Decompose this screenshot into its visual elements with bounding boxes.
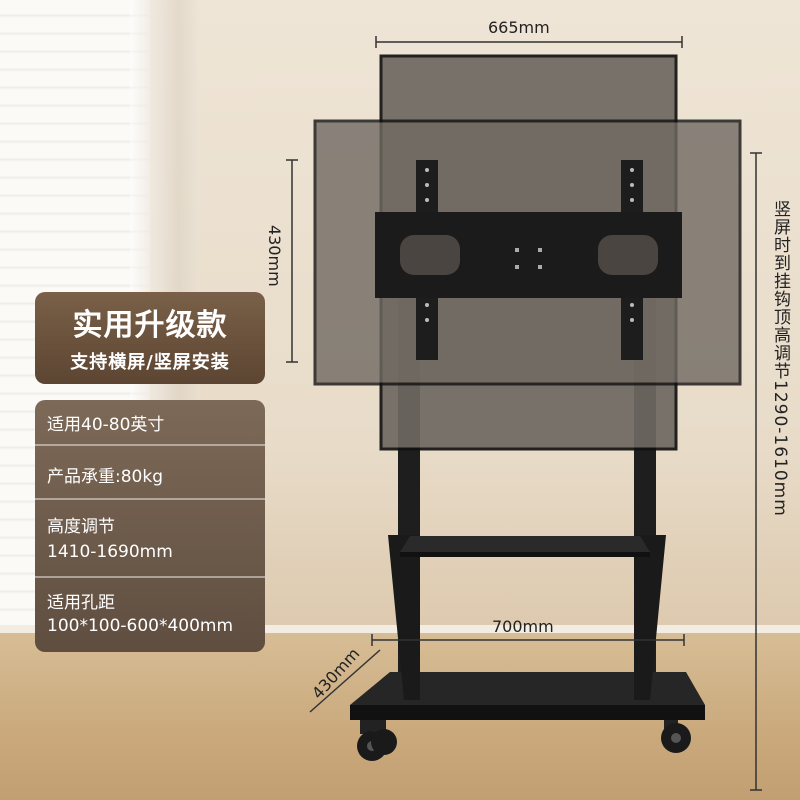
spec-panel: 适用40-80英寸 产品承重:80kg 高度调节 1410-1690mm 适用孔… xyxy=(35,400,265,652)
left-leg xyxy=(388,535,420,700)
portrait-height-label: 竖屏时到挂钩顶高调节1290-1610mm xyxy=(770,200,790,517)
spec-divider xyxy=(35,576,265,578)
promo-title: 实用升级款 xyxy=(72,308,228,343)
spec-hole-value: 100*100-600*400mm xyxy=(47,616,234,636)
screen-width-label: 665mm xyxy=(488,18,550,37)
screen-height-label: 430mm xyxy=(265,225,284,287)
plate-holes xyxy=(515,248,542,269)
spec-fit-size: 适用40-80英寸 xyxy=(47,415,165,435)
equipment-shelf xyxy=(400,536,650,552)
promo-subtitle: 支持横屏/竖屏安装 xyxy=(70,352,230,373)
spec-divider xyxy=(35,444,265,446)
base-width-label: 700mm xyxy=(492,617,554,636)
spec-load: 产品承重:80kg xyxy=(47,467,163,487)
caster-wheel xyxy=(371,720,397,755)
dimension-lines xyxy=(286,36,762,791)
plate-cutout-right xyxy=(598,235,658,275)
spec-height-label: 高度调节 xyxy=(47,517,115,537)
base-edge xyxy=(350,705,705,720)
plate-cutout-left xyxy=(400,235,460,275)
promo-badge: 实用升级款 支持横屏/竖屏安装 xyxy=(35,292,265,384)
right-leg xyxy=(634,535,666,700)
spec-height-value: 1410-1690mm xyxy=(47,542,173,562)
shelf-edge xyxy=(400,552,650,557)
caster-wheel xyxy=(661,720,691,753)
spec-divider xyxy=(35,498,265,500)
spec-hole-label: 适用孔距 xyxy=(47,593,115,613)
base-top xyxy=(350,672,705,705)
